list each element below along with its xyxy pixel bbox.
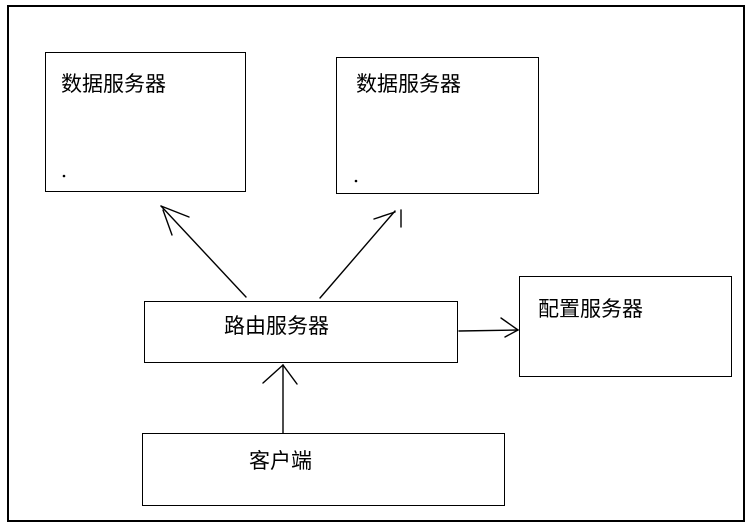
node-data-server-1: 数据服务器 bbox=[45, 52, 246, 192]
node-data-server-2: 数据服务器 bbox=[336, 57, 539, 194]
node-client-label: 客户端 bbox=[249, 449, 312, 473]
node-router-server: 路由服务器 bbox=[144, 301, 458, 363]
node-config-server-label: 配置服务器 bbox=[538, 297, 643, 321]
node-config-server: 配置服务器 bbox=[519, 276, 732, 377]
node-data-server-2-label: 数据服务器 bbox=[356, 72, 461, 96]
node-client: 客户端 bbox=[142, 433, 505, 506]
node-router-server-label: 路由服务器 bbox=[224, 314, 329, 338]
node-data-server-1-label: 数据服务器 bbox=[61, 72, 166, 96]
diagram-outer-frame bbox=[7, 5, 745, 522]
